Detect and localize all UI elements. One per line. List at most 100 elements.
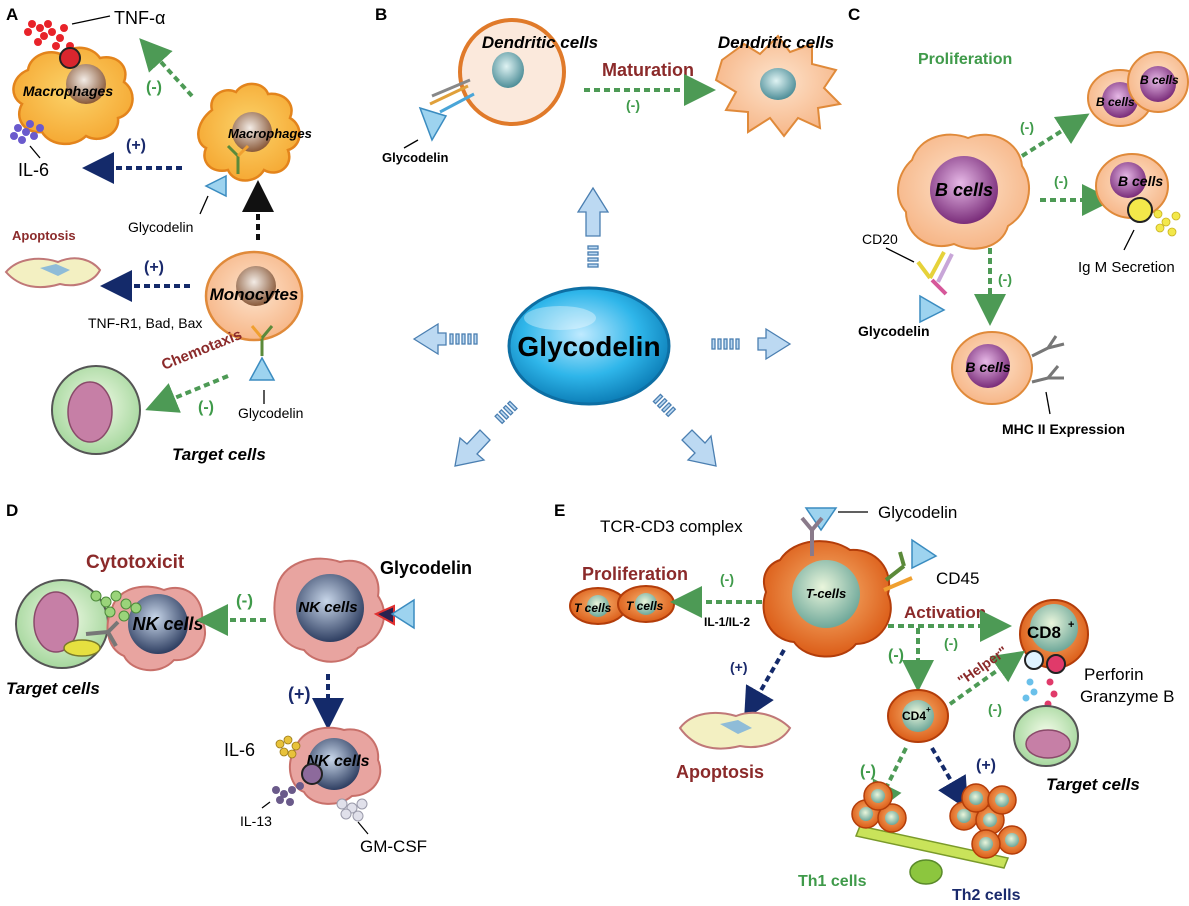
panel-a-plus-il6: (+) [126, 137, 146, 154]
panel-e-letter: E [554, 501, 565, 520]
nk-cell-left: NK cells [106, 585, 207, 672]
e-plus-apop: (+) [730, 659, 748, 675]
b-cells-main-label: B cells [935, 180, 993, 200]
arrow-up-dashes [587, 245, 599, 268]
panel-a-minus-1: (-) [146, 79, 162, 96]
panel-b: B Dendritic cells Glycodelin Maturation … [375, 5, 843, 165]
arrow-right [757, 327, 792, 361]
e-minus-cd4: (-) [888, 647, 904, 664]
macrophage-2: Macrophages [197, 82, 312, 198]
igm-label: Ig M Secretion [1078, 259, 1175, 276]
panel-c: C Proliferation (-) B cells B cells B ce… [848, 5, 1189, 437]
apoptosis-a-label: Apoptosis [12, 228, 76, 243]
macrophage-2-receptor [226, 144, 250, 174]
tcr-label: TCR-CD3 complex [600, 517, 743, 536]
th1-label: Th1 cells [798, 873, 867, 890]
cd8-sup: + [1068, 619, 1074, 631]
b-cell-igm: B cells [1095, 153, 1181, 237]
proliferation-e-label: Proliferation [582, 564, 688, 584]
e-plus-th2: (+) [976, 757, 996, 774]
cd4-sup: + [926, 705, 931, 714]
cytotox-granules [90, 590, 142, 622]
c-minus-igm: (-) [1054, 173, 1068, 189]
dc-1-receptor [429, 78, 475, 114]
e-minus-th1: (-) [860, 763, 876, 780]
b-cells-a-label: B cells [1096, 95, 1135, 109]
c-minus-mhc: (-) [998, 271, 1012, 287]
cd20-label: CD20 [862, 231, 898, 247]
proliferation-c-label: Proliferation [918, 51, 1012, 68]
dc-1-label: Dendritic cells [482, 33, 598, 52]
d-plus: (+) [288, 684, 311, 704]
tnf-alpha-particles [24, 20, 74, 50]
glycodelin-a1-label: Glycodelin [128, 219, 193, 235]
il6-d-label: IL-6 [224, 740, 255, 760]
glycodelin-b-label: Glycodelin [382, 150, 449, 165]
arrow-right-dashes [711, 338, 740, 350]
c-minus-prolif: (-) [1020, 119, 1034, 135]
target-cell-a [51, 365, 141, 455]
glycodelin-c-label: Glycodelin [858, 323, 930, 339]
macrophage-1: Macrophages [12, 46, 134, 145]
t-cell-main: T-cells [762, 516, 913, 658]
target-cell-e [1013, 705, 1079, 767]
cd8-cell: CD8 + [1019, 599, 1089, 674]
nk-left-label: NK cells [132, 614, 203, 634]
arrow-down-right-dashes [652, 393, 677, 418]
t-cells-a-label: T cells [574, 601, 612, 615]
il6-d-particles [275, 735, 301, 759]
arrow-left [412, 322, 447, 356]
nk-bottom-label: NK cells [306, 753, 369, 770]
il6-label: IL-6 [18, 160, 49, 180]
d-minus: (-) [236, 591, 253, 610]
nk-cell-main: NK cells [273, 557, 395, 663]
arrow-left-dashes [449, 333, 478, 345]
macrophage-1-label: Macrophages [23, 83, 113, 99]
panel-a: A TNF-α Macrophages IL-6 (-) (+) [4, 5, 312, 464]
b-cell-mhc: B cells [951, 331, 1065, 405]
panel-d: D Cytotoxicit NK cells Target cells (-) … [6, 501, 472, 856]
arrow-up [576, 186, 610, 237]
target-cells-d-label: Target cells [6, 679, 100, 698]
b-cells-mhc-label: B cells [965, 359, 1010, 375]
th2-label: Th2 cells [952, 887, 1021, 904]
perforin-label: Perforin [1084, 665, 1144, 684]
dendritic-cell-2 [714, 34, 843, 138]
tnf-alpha-label: TNF-α [114, 8, 165, 28]
apoptosis-e-cell [678, 711, 792, 750]
panel-a-plus-apop: (+) [144, 259, 164, 276]
panel-a-minus-chem: (-) [198, 399, 214, 416]
e-minus-act: (-) [944, 635, 958, 651]
t-cells-main-label: T-cells [806, 586, 846, 601]
target-cell-d [15, 579, 109, 669]
dc-2-label: Dendritic cells [718, 33, 834, 52]
cd8-label: CD8 [1027, 623, 1061, 642]
panel-e: E TCR-CD3 complex Glycodelin T-cells CD4… [554, 501, 1174, 904]
mhc-label: MHC II Expression [1002, 421, 1125, 437]
maturation-minus: (-) [626, 97, 640, 113]
arrow-down-left [454, 429, 491, 467]
panel-a-letter: A [6, 5, 18, 24]
activation-label: Activation [904, 603, 986, 622]
monocyte-cell: Monocytes [204, 250, 304, 381]
monocytes-label: Monocytes [210, 285, 299, 304]
b-cells-igm-label: B cells [1118, 173, 1163, 189]
nk-cell-bottom: NK cells [288, 726, 382, 805]
glycodelin-e-label: Glycodelin [878, 503, 957, 522]
chemotaxis-label: Chemotaxis [159, 326, 244, 374]
il13-label: IL-13 [240, 813, 272, 829]
gmcsf-label: GM-CSF [360, 837, 427, 856]
b-cell-main: B cells [897, 133, 1031, 324]
cd4-cell: CD4 + [887, 689, 949, 743]
t-cells-prolif: T cells T cells [569, 585, 675, 625]
perforin-granzyme-particles [1022, 678, 1058, 708]
center-label: Glycodelin [517, 331, 660, 362]
il-label: IL-1/IL-2 [704, 615, 750, 629]
panel-d-letter: D [6, 501, 18, 520]
macrophage-2-label: Macrophages [228, 126, 312, 141]
arrow-down-right [681, 429, 717, 467]
nk-main-label: NK cells [298, 599, 357, 616]
maturation-label: Maturation [602, 60, 694, 80]
